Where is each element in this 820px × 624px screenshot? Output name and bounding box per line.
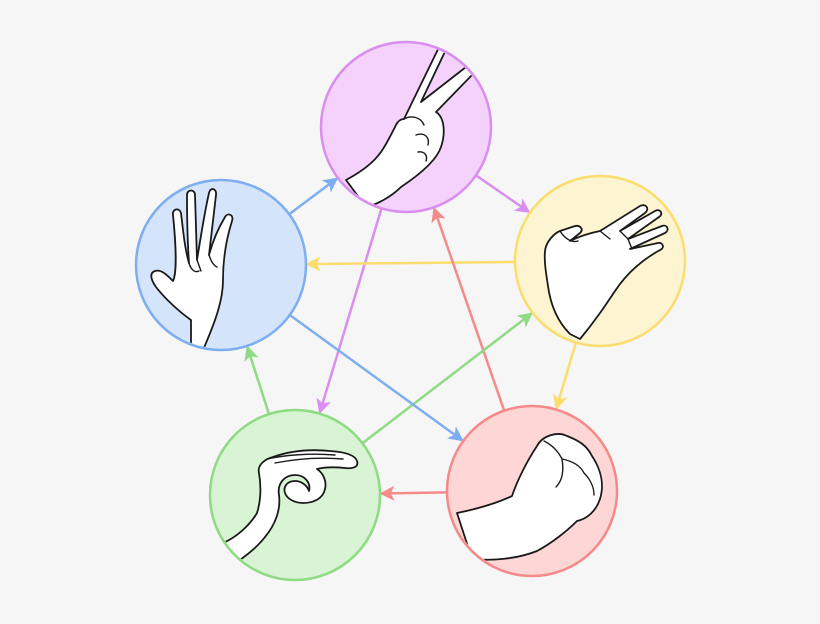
- arrow-rock-to-lizard: [379, 485, 448, 501]
- arrow-paper-to-rock: [553, 342, 578, 410]
- scissors-hand-icon: [345, 43, 476, 208]
- spock-node: [134, 178, 308, 352]
- arrow-lizard-to-spock: [244, 345, 271, 415]
- nodes-layer: [134, 40, 687, 582]
- lizard-hand-icon: [222, 449, 359, 568]
- paper-hand-icon: [543, 204, 669, 340]
- arrow-scissors-to-lizard: [316, 208, 383, 415]
- scissors-node: [319, 40, 493, 214]
- lizard-node: [208, 408, 382, 582]
- spock-hand-icon: [150, 188, 234, 349]
- rock-node: [445, 404, 619, 578]
- paper-node: [513, 174, 687, 348]
- arrow-rock-to-scissors: [431, 206, 506, 412]
- arrow-spock-to-rock: [289, 313, 464, 442]
- rock-hand-icon: [456, 433, 603, 561]
- arrows-layer: [244, 174, 578, 501]
- arrow-paper-to-spock: [305, 256, 516, 272]
- arrow-scissors-to-paper: [475, 174, 531, 214]
- arrow-lizard-to-paper: [361, 312, 533, 445]
- arrow-spock-to-scissors: [288, 177, 339, 216]
